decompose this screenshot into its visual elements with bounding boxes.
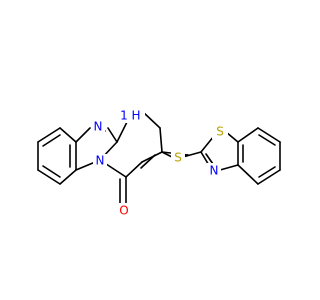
atom-label-o: O: [117, 203, 131, 218]
atom-label-nh: 1 H: [119, 108, 145, 123]
atom-n-bridgehead-text: N: [96, 154, 105, 168]
molecule-diagram: N 1 H N O S S N: [37, 108, 281, 218]
atom-n-thiazole-text: N: [210, 164, 219, 178]
atom-label-s-thiazole: S: [212, 124, 228, 139]
atom-nh-prefix: 1: [120, 109, 128, 123]
benzothiazole-benzene-ring: [237, 127, 281, 185]
atom-n-imidazole-text: N: [94, 120, 103, 134]
atom-label-n-thiazole: N: [207, 163, 221, 178]
atom-label-n-bridgehead: N: [93, 154, 107, 168]
atom-s-linker-text: S: [174, 151, 182, 165]
atom-s-thiazole-text: S: [216, 125, 224, 139]
atom-label-n-imidazole: N: [91, 119, 105, 134]
atom-o-text: O: [119, 204, 128, 218]
pyrimidinone-ring: [99, 111, 163, 206]
atom-label-s-linker: S: [171, 150, 185, 165]
linker-bonds: [161, 151, 202, 158]
molecule-structure: N 1 H N O S S N: [37, 108, 281, 218]
atom-nh-text: H: [131, 109, 140, 123]
benzimidazole-benzene-ring: [37, 127, 77, 185]
